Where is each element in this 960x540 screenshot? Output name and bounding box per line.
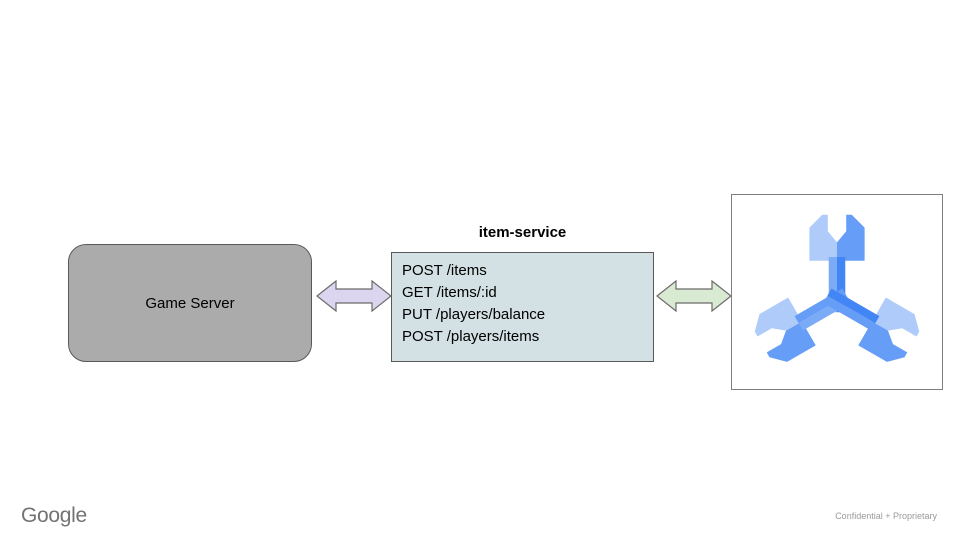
item-service-node: POST /items GET /items/:id PUT /players/… (391, 252, 654, 362)
endpoint-post-player-items: POST /players/items (402, 328, 540, 345)
endpoint-post-items: POST /items (402, 262, 487, 279)
confidentiality-notice: Confidential + Proprietary (835, 511, 937, 521)
double-arrow-right-icon (656, 280, 732, 312)
endpoint-get-item: GET /items/:id (402, 284, 497, 301)
spanner-arm-bottom-right (823, 288, 920, 362)
item-service-title: item-service (478, 224, 567, 241)
game-server-label: Game Server (145, 294, 235, 312)
double-arrow-right-shape (656, 280, 732, 312)
endpoint-put-balance: PUT /players/balance (402, 306, 546, 323)
double-arrow-left-shape (316, 280, 392, 312)
cloud-spanner-icon (754, 214, 920, 362)
spanner-icon-box (731, 194, 943, 390)
double-arrow-left-icon (316, 280, 392, 312)
google-logo: Google (21, 504, 87, 527)
game-server-node: Game Server (68, 244, 312, 362)
